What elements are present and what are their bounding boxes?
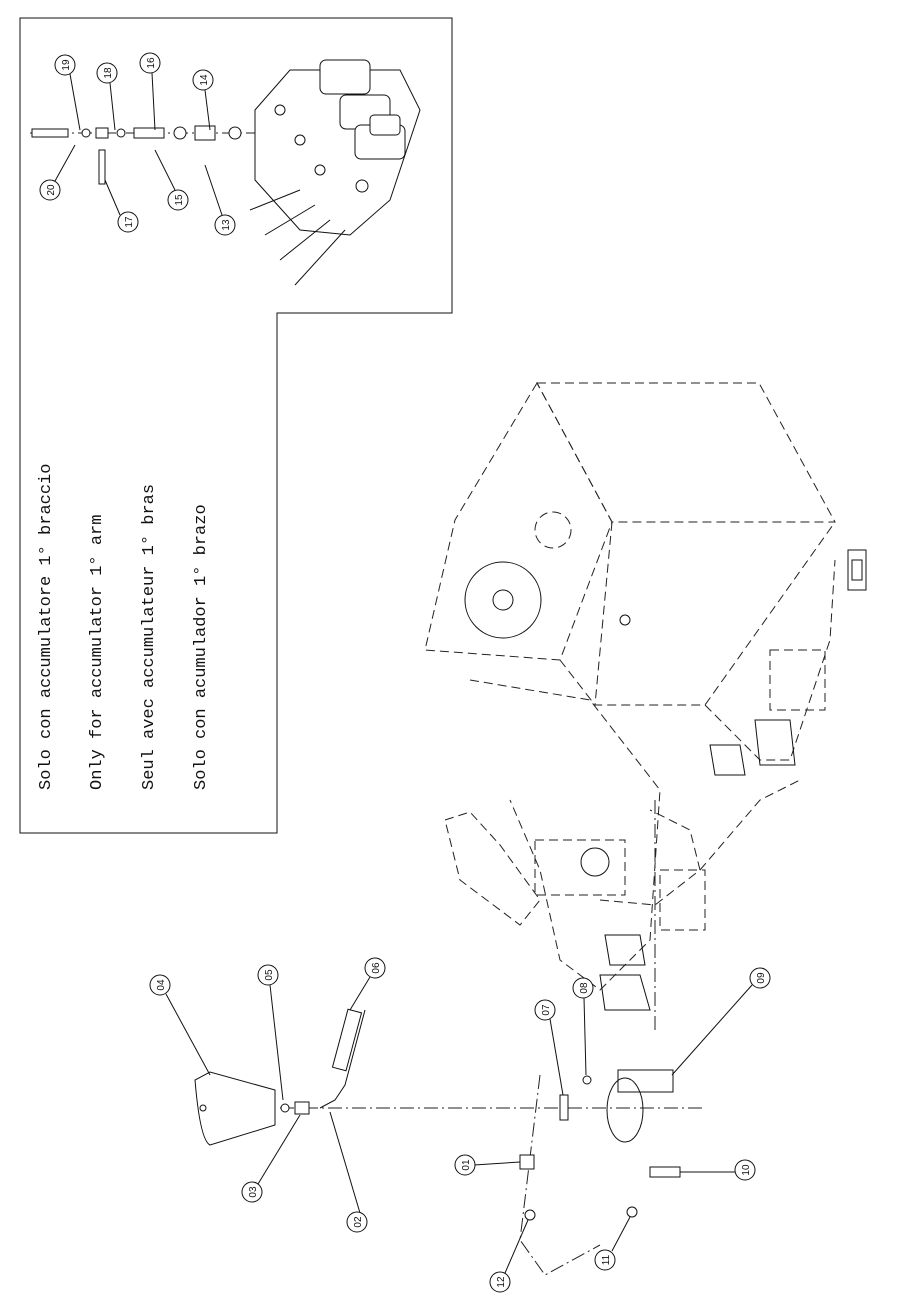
note-line-it: Solo con accumulatore 1° braccio — [37, 464, 56, 790]
callout-19: 19 — [54, 54, 76, 76]
svg-text:09: 09 — [756, 972, 767, 984]
svg-text:11: 11 — [601, 1254, 612, 1265]
svg-text:17: 17 — [124, 216, 135, 228]
note-line-fr: Seul avec accumulateur 1° bras — [140, 484, 159, 790]
svg-text:13: 13 — [221, 219, 232, 231]
valve-block-detail — [30, 59, 421, 286]
note-line-es: Solo con acumulador 1° brazo — [192, 504, 211, 790]
callout-15: 15 — [167, 189, 189, 211]
svg-text:18: 18 — [103, 67, 114, 79]
svg-text:07: 07 — [541, 1004, 552, 1016]
callout-01: 01 — [454, 1154, 476, 1176]
svg-text:10: 10 — [741, 1164, 752, 1176]
callout-04: 04 — [149, 974, 171, 996]
callout-11: 11 — [594, 1249, 616, 1271]
detail-box-outline — [19, 17, 453, 834]
callout-12: 12 — [489, 1271, 511, 1293]
leader-lines — [54, 72, 753, 1274]
note-line-en: Only for accumulator 1° arm — [88, 515, 107, 790]
svg-text:12: 12 — [496, 1276, 507, 1288]
note-text: Solo con accumulatore 1° braccio Only fo… — [37, 464, 211, 790]
callout-03: 03 — [241, 1181, 263, 1203]
callout-17: 17 — [117, 211, 139, 233]
callout-09: 09 — [749, 967, 771, 989]
callout-08: 08 — [572, 977, 594, 999]
callouts: 19 18 16 14 20 17 15 13 04 05 06 07 08 0… — [39, 52, 771, 1293]
callout-14: 14 — [192, 69, 214, 91]
svg-text:19: 19 — [61, 59, 72, 71]
callout-13: 13 — [214, 214, 236, 236]
callout-16: 16 — [139, 52, 161, 74]
callout-06: 06 — [364, 957, 386, 979]
svg-text:02: 02 — [353, 1216, 364, 1228]
callout-07: 07 — [534, 999, 556, 1021]
callout-05: 05 — [257, 964, 279, 986]
svg-text:16: 16 — [146, 57, 157, 69]
svg-text:01: 01 — [461, 1159, 472, 1171]
main-assembly-phantom — [424, 381, 867, 1030]
callout-10: 10 — [734, 1159, 756, 1181]
svg-text:05: 05 — [264, 969, 275, 981]
lower-parts — [194, 1008, 705, 1276]
callout-18: 18 — [96, 62, 118, 84]
callout-02: 02 — [346, 1211, 368, 1233]
callout-20: 20 — [39, 179, 61, 201]
svg-text:03: 03 — [248, 1186, 259, 1198]
svg-text:20: 20 — [46, 184, 57, 196]
svg-text:04: 04 — [156, 979, 167, 991]
svg-text:08: 08 — [579, 982, 590, 994]
svg-text:06: 06 — [371, 962, 382, 974]
svg-text:15: 15 — [174, 194, 185, 206]
svg-text:14: 14 — [199, 74, 210, 86]
